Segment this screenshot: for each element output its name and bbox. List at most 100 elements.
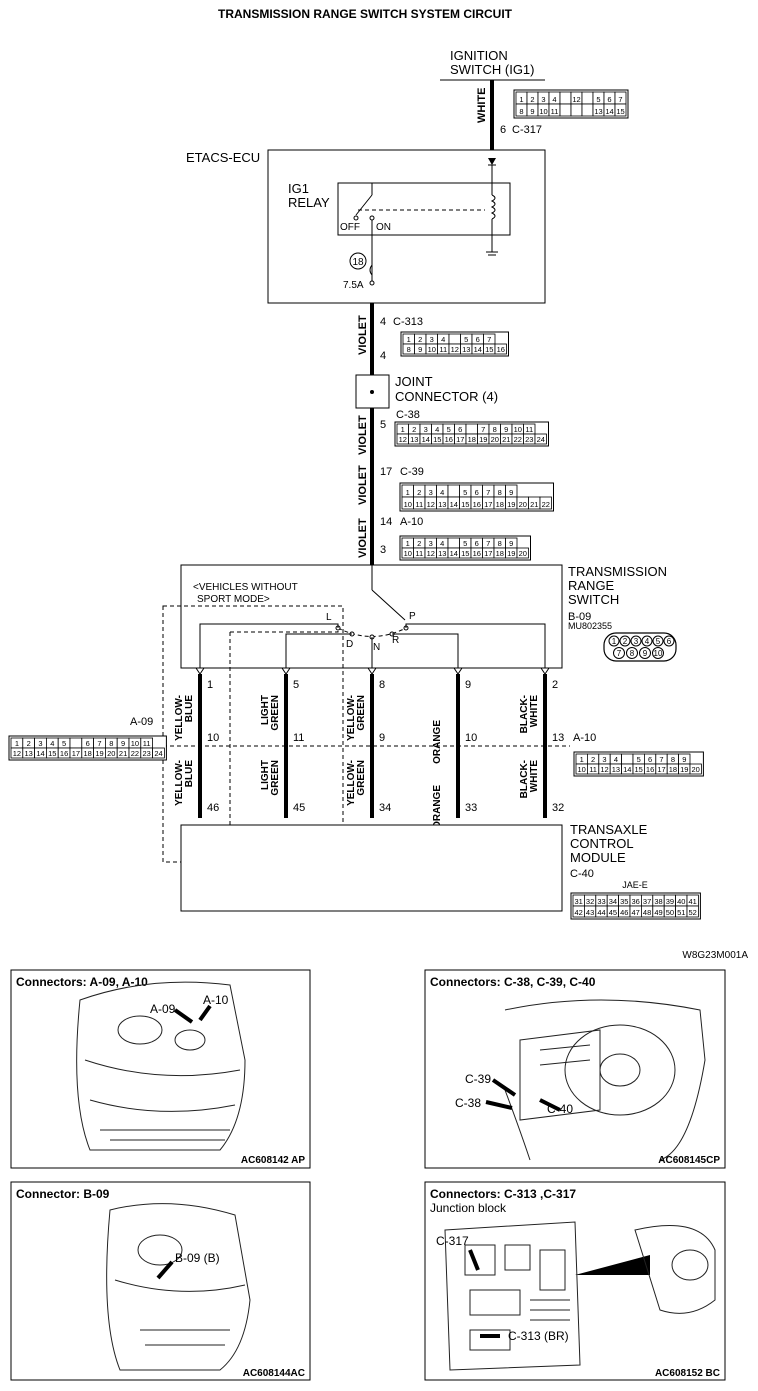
- connector-pin-number: 13: [25, 749, 33, 758]
- trs-label-3: SWITCH: [568, 592, 619, 607]
- panel-d-label-c313: C-313 (BR): [508, 1329, 569, 1343]
- connector-pin-number: 33: [597, 897, 605, 906]
- junction-block-sketch: [444, 1221, 716, 1371]
- fuse-rating: 7.5A: [343, 280, 364, 291]
- connector-pin-number: 24: [537, 435, 545, 444]
- wire-color-white: WHITE: [476, 88, 488, 123]
- connector-a09-label: A-09: [130, 716, 153, 728]
- connector-pin-number: 20: [491, 435, 499, 444]
- wire-color-violet-2: VIOLET: [357, 415, 369, 455]
- wire-top-terminal: [453, 667, 463, 675]
- panel-c38-c39-c40: [424, 969, 726, 1169]
- etacs-ecu-label: ETACS-ECU: [186, 150, 260, 165]
- connector-pin-cell: [689, 763, 702, 775]
- connector-pin-cell: [686, 905, 699, 918]
- connector-pin-number: 8: [493, 425, 497, 434]
- trs-line-L: [199, 623, 339, 668]
- wire-mid-pin: 9: [379, 732, 385, 744]
- ig1-relay-box: [337, 182, 511, 236]
- engine-bay-sketch-1: [76, 981, 246, 1151]
- connector-pin-number: 12: [600, 765, 608, 774]
- wire-bottom-pin: 32: [552, 802, 564, 814]
- connector-pin-number: 13: [462, 345, 470, 354]
- connector-pin-number: 22: [514, 435, 522, 444]
- fuse-symbol: [369, 264, 373, 276]
- connector-pin-number: 10: [404, 549, 412, 558]
- panel-a-label-a09: A-09: [150, 1002, 176, 1016]
- wire-color-label: YELLOW-: [174, 760, 185, 806]
- connector-pin-number: 8: [519, 107, 523, 116]
- b09-pin: [639, 647, 651, 659]
- b09-pin: [641, 635, 653, 647]
- connector-pin-number: 5: [447, 425, 451, 434]
- connector-pin-number: 34: [609, 897, 617, 906]
- wire-bottom-pin: 33: [465, 802, 477, 814]
- connector-pin-number: 23: [525, 435, 533, 444]
- connector-pin-number: 16: [646, 765, 654, 774]
- connector-pin-number: 1: [580, 755, 584, 764]
- panel-a-code: AC608142 AP: [241, 1155, 305, 1166]
- wire-color-label: BLACK-: [519, 760, 530, 798]
- connector-pin-number: 46: [620, 908, 628, 917]
- connector-pin-number: 14: [474, 345, 482, 354]
- wire-color-label-2: BLUE: [184, 760, 195, 788]
- connector-pin-number: 49: [654, 908, 662, 917]
- relay-on-terminal: [369, 215, 375, 221]
- b09-pin-number: 7: [617, 649, 622, 658]
- connector-pin-number: 18: [84, 749, 92, 758]
- joint-connector-dot: [370, 390, 374, 394]
- connector-pin-number: 18: [496, 500, 504, 509]
- connector-b09-label: B-09: [568, 611, 591, 623]
- connector-pin-cell: [516, 547, 529, 559]
- c313-pin-top: 4: [380, 316, 386, 328]
- connector-pin-number: 4: [552, 95, 556, 104]
- connector-pin-number: 45: [609, 908, 617, 917]
- b09-pin-number: 3: [634, 637, 639, 646]
- connector-pin-cell: [465, 423, 478, 435]
- connector-pin-number: 17: [484, 549, 492, 558]
- connector-pin-number: 32: [586, 897, 594, 906]
- connector-pin-number: 1: [401, 425, 405, 434]
- connector-pin-number: 16: [60, 749, 68, 758]
- pin-6: 6: [500, 124, 506, 136]
- connector-pin-cell: [447, 484, 460, 498]
- engine-bay-sketch-2: [106, 1203, 251, 1371]
- connector-pin-number: 2: [412, 425, 416, 434]
- b09-pin: [652, 647, 664, 659]
- connector-pin-number: 11: [525, 425, 533, 434]
- c313-pin-bottom: 4: [380, 350, 386, 362]
- wire-mid-pin: 10: [207, 732, 219, 744]
- connector-pin-number: 10: [539, 107, 547, 116]
- b09-pin-number: 2: [623, 637, 628, 646]
- panel-d-code: AC608152 BC: [655, 1368, 720, 1379]
- connector-pin-number: 15: [635, 765, 643, 774]
- connector-pin-number: 8: [498, 539, 502, 548]
- connector-pin-number: 11: [439, 345, 447, 354]
- connector-pin-number: 2: [591, 755, 595, 764]
- connector-pin-number: 6: [648, 755, 652, 764]
- wire-color-label-2: GREEN: [356, 695, 367, 731]
- trs-switch-arm: [371, 589, 406, 621]
- connector-pin-number: 8: [498, 488, 502, 497]
- b09-pin: [619, 635, 631, 647]
- b09-pin: [652, 635, 664, 647]
- connector-pin-number: 2: [530, 95, 534, 104]
- panel-b-label: B-09 (B): [175, 1251, 220, 1265]
- connector-pin-number: 1: [15, 739, 19, 748]
- wire-color-label: BLACK-: [519, 695, 530, 733]
- wire-color-label: YELLOW-: [174, 695, 185, 741]
- connector-pin-number: 18: [468, 435, 476, 444]
- b09-pin: [626, 647, 638, 659]
- connector-pin-number: 4: [440, 539, 444, 548]
- connector-pin-number: 10: [514, 425, 522, 434]
- connector-pin-number: 14: [623, 765, 631, 774]
- wire-top-pin: 1: [207, 679, 213, 691]
- connector-pin-number: 40: [677, 897, 685, 906]
- connector-pin-number: 13: [612, 765, 620, 774]
- fuse-terminal: [369, 280, 375, 286]
- trs-pos-R: R: [392, 635, 399, 646]
- wire-color-violet-4: VIOLET: [357, 518, 369, 558]
- connector-pin-number: 18: [496, 549, 504, 558]
- connector-pin-cell: [614, 103, 627, 117]
